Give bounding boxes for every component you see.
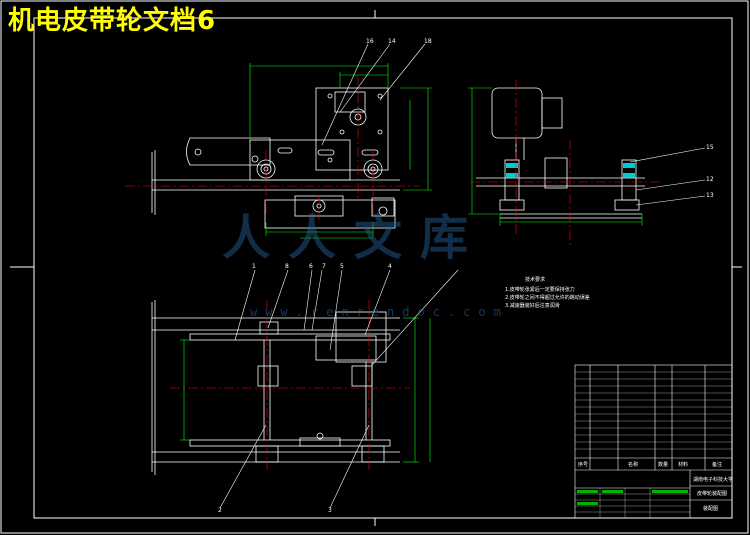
callout-label: 6 — [309, 263, 313, 270]
front-view-callouts: 16 14 18 — [366, 38, 432, 45]
callout-label: 15 — [706, 144, 714, 151]
note-line: 2.皮带轮之间不得超过允许的跳动误差 — [505, 295, 590, 301]
callout-label: 14 — [388, 38, 396, 45]
title-block — [574, 364, 733, 519]
technical-notes: 技术要求 1.皮带轮张紧后一定要保持张力 2.皮带轮之间不得超过允许的跳动误差 … — [505, 276, 590, 310]
document-title: 机电皮带轮文档6 — [8, 6, 217, 36]
plan-view-callouts: 1 8 6 7 5 4 2 3 — [218, 263, 392, 514]
callout-label: 16 — [366, 38, 374, 45]
callout-label: 3 — [328, 507, 332, 514]
tb-header-material: 材料 — [678, 462, 689, 468]
front-view — [151, 87, 400, 229]
tb-header-name: 名称 — [628, 462, 639, 468]
title-block-fill — [577, 490, 688, 505]
side-view-callouts: 15 12 13 — [706, 144, 714, 199]
side-view-leaders — [629, 147, 706, 206]
side-view-centerlines — [470, 80, 660, 245]
front-view-centerlines — [125, 75, 420, 220]
side-view-dimensions — [468, 87, 643, 226]
tb-school: 湖南电子科技大学 — [693, 477, 734, 483]
tb-drawing-name: 皮带轮装配图 — [697, 491, 728, 497]
plan-view — [151, 300, 400, 475]
tb-header-index: 序号 — [578, 462, 589, 468]
side-view-hatch — [506, 163, 635, 178]
callout-label: 8 — [285, 263, 289, 270]
plan-view-leaders — [219, 269, 459, 509]
tb-header-remark: 备注 — [712, 462, 723, 468]
tb-header-qty: 数量 — [658, 462, 669, 468]
callout-label: 2 — [218, 507, 222, 514]
callout-label: 18 — [424, 38, 432, 45]
plan-view-dimensions — [180, 317, 431, 463]
watermark-text: 人人文库 — [222, 210, 487, 266]
front-view-dimensions — [249, 63, 432, 239]
callout-label: 1 — [252, 263, 256, 270]
callout-label: 12 — [706, 176, 714, 183]
front-view-leaders — [321, 43, 426, 146]
tb-sheet: 装配图 — [703, 506, 719, 512]
title-block-rows — [575, 371, 732, 518]
notes-title: 技术要求 — [525, 277, 546, 283]
note-line: 3.减速器装好后注意润滑 — [505, 303, 560, 309]
plan-view-centerlines — [170, 300, 410, 470]
callout-label: 7 — [322, 263, 326, 270]
callout-label: 4 — [388, 263, 392, 270]
callout-label: 5 — [340, 263, 344, 270]
note-line: 1.皮带轮张紧后一定要保持张力 — [505, 287, 575, 293]
callout-label: 13 — [706, 192, 714, 199]
side-view — [476, 87, 645, 219]
watermark-url: www.renrendoc.com — [250, 305, 509, 319]
